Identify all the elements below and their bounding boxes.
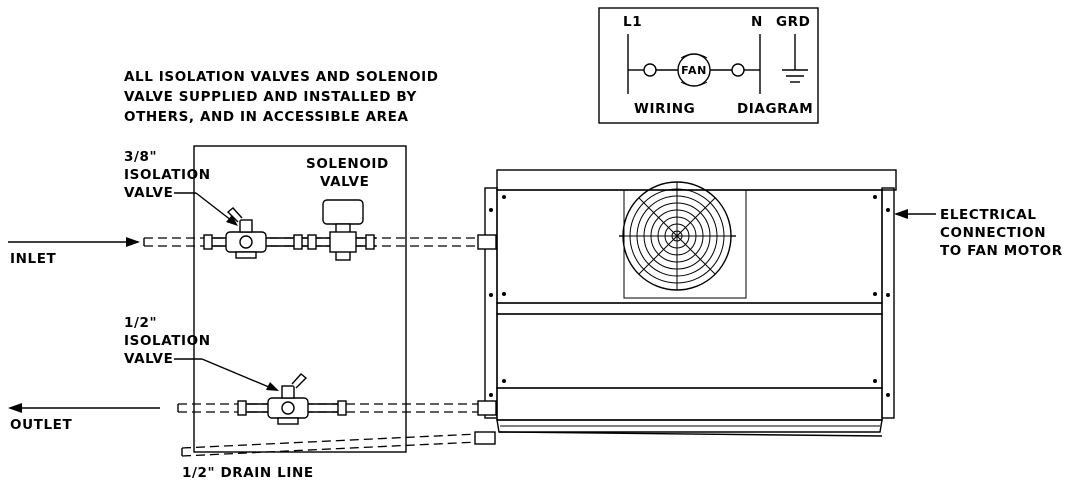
ground-icon <box>782 34 808 83</box>
inlet-label: INLET <box>10 251 57 267</box>
unit-top-cap <box>496 169 897 191</box>
solenoid-valve-icon <box>322 199 364 261</box>
wiring-terminal-left <box>643 63 657 77</box>
wiring-label-n: N <box>751 14 763 30</box>
fan-symbol-label: FAN <box>681 64 707 77</box>
general-note-line-3: OTHERS, AND IN ACCESSIBLE AREA <box>124 109 409 125</box>
wiring-caption-diagram: DIAGRAM <box>737 101 813 117</box>
outlet-fitting <box>477 400 497 416</box>
outlet-label: OUTLET <box>10 417 72 433</box>
iso-12-label-line-2: ISOLATION <box>124 333 211 349</box>
solenoid-label-line-2: VALVE <box>320 174 369 190</box>
iso-12-label-line-1: 1/2" <box>124 315 157 331</box>
unit-coil-band <box>496 302 883 315</box>
drain-fitting <box>474 431 496 445</box>
unit-coil-section <box>496 313 883 389</box>
unit-lower-panel <box>496 387 883 421</box>
wiring-label-l1: L1 <box>623 14 642 30</box>
electrical-label-line-2: CONNECTION <box>940 225 1046 241</box>
unit-left-flange <box>484 187 498 419</box>
unit-right-flange <box>881 187 895 419</box>
wiring-label-grd: GRD <box>776 14 810 30</box>
unit-cooler <box>484 169 897 437</box>
wiring-diagram: L1 N GRD FAN WIRING DIAGRAM <box>598 7 819 124</box>
solenoid-label-line-1: SOLENOID <box>306 156 389 172</box>
drain-line-label: 1/2" DRAIN LINE <box>182 465 314 481</box>
inlet-pipe <box>143 234 497 250</box>
isolation-valve-38-icon <box>225 207 267 259</box>
general-note-line-1: ALL ISOLATION VALVES AND SOLENOID <box>124 69 439 85</box>
wiring-terminal-right <box>731 63 745 77</box>
iso-38-label-line-1: 3/8" <box>124 149 157 165</box>
isolation-valve-12-icon <box>267 373 309 425</box>
inlet-fitting <box>477 234 497 250</box>
unit-drain-pan <box>496 419 883 433</box>
outlet-pipe <box>177 400 497 416</box>
electrical-label-line-3: TO FAN MOTOR <box>940 243 1063 259</box>
electrical-label-line-1: ELECTRICAL <box>940 207 1037 223</box>
iso-38-leader <box>174 192 238 226</box>
iso-12-leader <box>174 358 279 391</box>
unit-fan-panel <box>496 189 883 304</box>
fan-guard-icon <box>619 181 747 299</box>
wiring-diagram-frame <box>598 7 819 124</box>
wiring-caption-wiring: WIRING <box>634 101 695 117</box>
iso-38-label-line-2: ISOLATION <box>124 167 211 183</box>
general-note-line-2: VALVE SUPPLIED AND INSTALLED BY <box>124 89 417 105</box>
iso-38-label-line-3: VALVE <box>124 185 173 201</box>
iso-12-label-line-3: VALVE <box>124 351 173 367</box>
drain-line <box>181 431 496 457</box>
valve-enclosure <box>193 145 407 453</box>
electrical-arrow-icon <box>894 209 936 219</box>
outlet-arrow-icon <box>8 403 160 413</box>
general-note: ALL ISOLATION VALVES AND SOLENOID VALVE … <box>124 69 439 125</box>
inlet-arrow-icon <box>8 237 140 247</box>
